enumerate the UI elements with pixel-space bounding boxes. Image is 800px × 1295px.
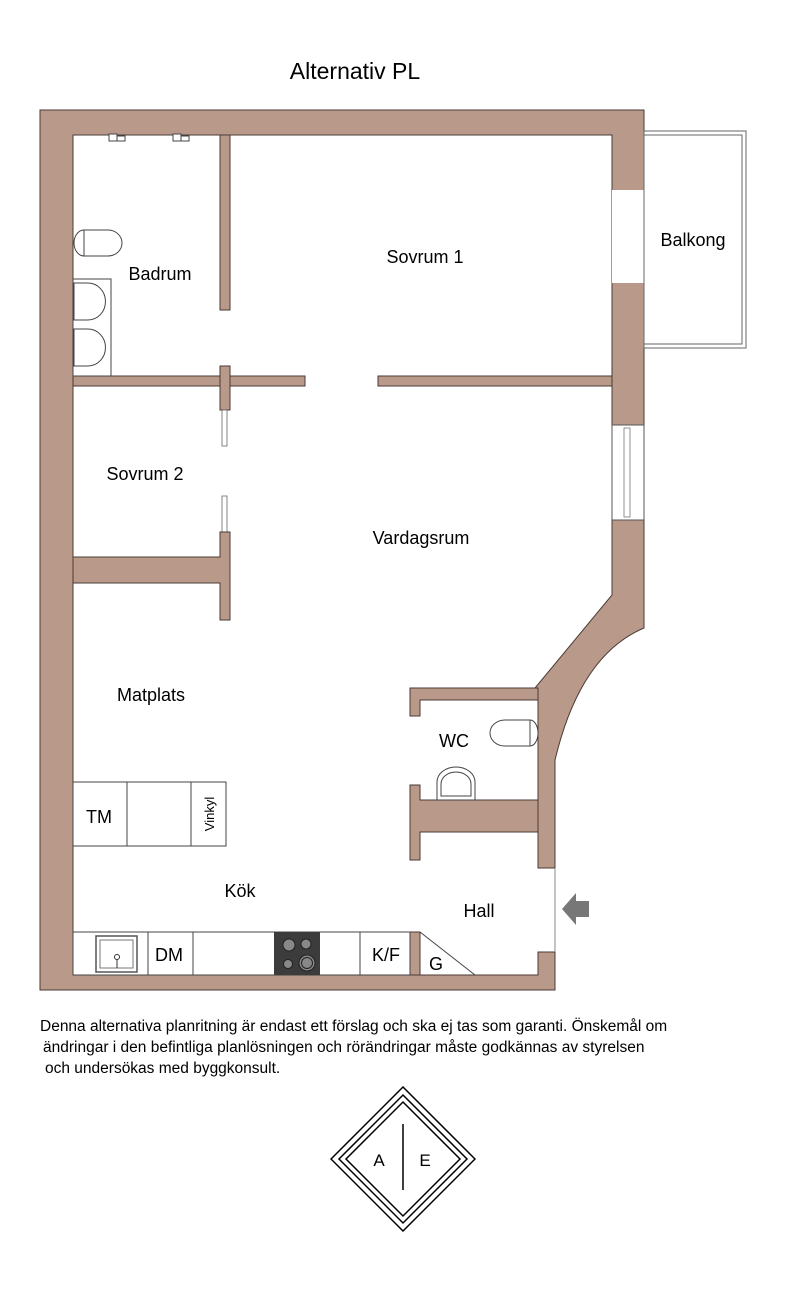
fixture-label-dm: DM (155, 945, 183, 965)
wardrobe-g (419, 931, 476, 976)
tap-icon (172, 133, 190, 142)
room-label-badrum: Badrum (128, 264, 191, 284)
sink-icon (436, 766, 476, 801)
logo-letter-e: E (419, 1151, 430, 1170)
room-label-wc: WC (439, 731, 469, 751)
disclaimer-line: Denna alternativa planritning är endast … (40, 1018, 668, 1035)
wall (72, 531, 231, 621)
double-sink-icon (72, 278, 112, 377)
wc-wall (409, 784, 539, 861)
room-label-vardagsrum: Vardagsrum (373, 528, 470, 548)
disclaimer-line: ändringar i den befintliga planlösningen… (43, 1039, 645, 1056)
room-label-sovrum-2: Sovrum 2 (106, 464, 183, 484)
disclaimer-line: och undersökas med byggkonsult. (45, 1060, 281, 1077)
fixture-label-vinkyl: Vinkyl (202, 797, 217, 832)
room-label-sovrum-1: Sovrum 1 (386, 247, 463, 267)
door (221, 409, 228, 447)
kitchen-island (72, 781, 227, 847)
entrance-arrow-icon (562, 893, 589, 925)
room-label-balkong: Balkong (660, 230, 725, 250)
kitchen-counter (72, 931, 411, 976)
room-label-kok: Kök (224, 881, 256, 901)
logo-letter-a: A (373, 1151, 385, 1170)
wall (377, 375, 613, 387)
toilet-icon (489, 719, 539, 747)
wall (72, 375, 306, 387)
plan-title: Alternativ PL (289, 58, 421, 84)
disclaimer: Denna alternativa planritning är endast … (40, 1016, 780, 1079)
tap-icon (108, 133, 126, 142)
fixture-label-kf: K/F (372, 945, 400, 965)
fixture-label-tm: TM (86, 807, 112, 827)
ae-logo: A E (330, 1086, 476, 1232)
wall (219, 365, 231, 411)
outer-wall (39, 109, 645, 991)
room-label-hall: Hall (463, 901, 494, 921)
wall (219, 134, 231, 311)
door (221, 495, 228, 533)
toilet-icon (73, 229, 123, 257)
wall (409, 931, 421, 976)
balcony-door-opening (612, 190, 645, 283)
wc-wall (409, 687, 539, 717)
room-label-matplats: Matplats (117, 685, 185, 705)
floor-plan: Badrum Sovrum 1 Balkong Sovrum 2 Vardags… (39, 109, 747, 991)
fixture-label-g: G (429, 954, 443, 974)
